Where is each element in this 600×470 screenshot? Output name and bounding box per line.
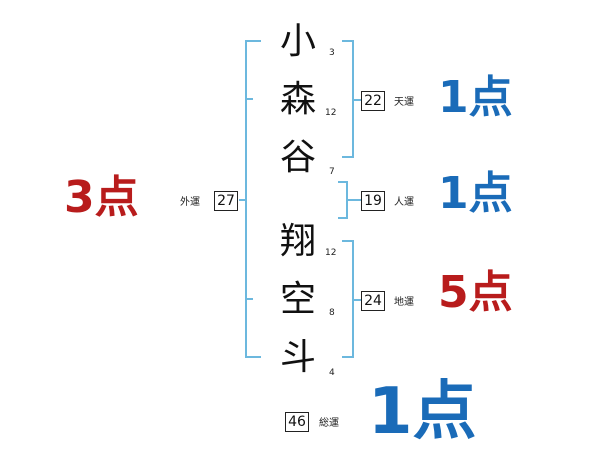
jinun-label: 人運	[394, 197, 414, 208]
outer-bracket-bottom	[245, 356, 261, 358]
stroke-count-5: 8	[329, 308, 335, 318]
chiun-label: 地運	[394, 297, 414, 308]
name-char-1: 小	[279, 21, 316, 62]
name-char-4: 翔	[279, 221, 316, 262]
name-char-6: 斗	[279, 337, 316, 378]
stroke-count-3: 7	[329, 167, 335, 177]
gaiun-label: 外運	[180, 197, 200, 208]
gaiun-value-box: 27	[214, 191, 238, 211]
tenun-bracket-connector	[352, 99, 361, 101]
outer-bracket-tick-1	[245, 98, 253, 100]
tenun-score: 1点	[438, 72, 513, 123]
gaiun-score: 3点	[64, 172, 139, 223]
tenun-value-box: 22	[361, 91, 385, 111]
outer-bracket-tick-2	[245, 298, 253, 300]
stroke-count-4: 12	[325, 248, 337, 258]
outer-bracket-connector	[239, 199, 247, 201]
tenun-label: 天運	[394, 97, 414, 108]
souun-score: 1点	[368, 375, 477, 449]
name-char-3: 谷	[279, 137, 316, 178]
jinun-score: 1点	[438, 168, 513, 219]
chiun-value-box: 24	[361, 291, 385, 311]
outer-bracket-top	[245, 40, 261, 42]
tenun-bracket-top	[342, 40, 354, 42]
jinun-value-box: 19	[361, 191, 385, 211]
souun-label: 総運	[319, 418, 339, 429]
stroke-count-2: 12	[325, 108, 337, 118]
jinun-bracket-top	[338, 181, 348, 183]
chiun-score: 5点	[438, 267, 513, 318]
chiun-bracket-bottom	[342, 356, 354, 358]
tenun-bracket-bottom	[342, 156, 354, 158]
jinun-bracket-connector	[346, 199, 361, 201]
name-char-2: 森	[279, 79, 316, 120]
jinun-bracket-bottom	[338, 217, 348, 219]
chiun-bracket-connector	[352, 299, 361, 301]
stroke-count-1: 3	[329, 48, 335, 58]
name-char-5: 空	[279, 279, 316, 320]
chiun-bracket-top	[342, 240, 354, 242]
souun-value-box: 46	[285, 412, 309, 432]
stroke-count-6: 4	[329, 368, 335, 378]
